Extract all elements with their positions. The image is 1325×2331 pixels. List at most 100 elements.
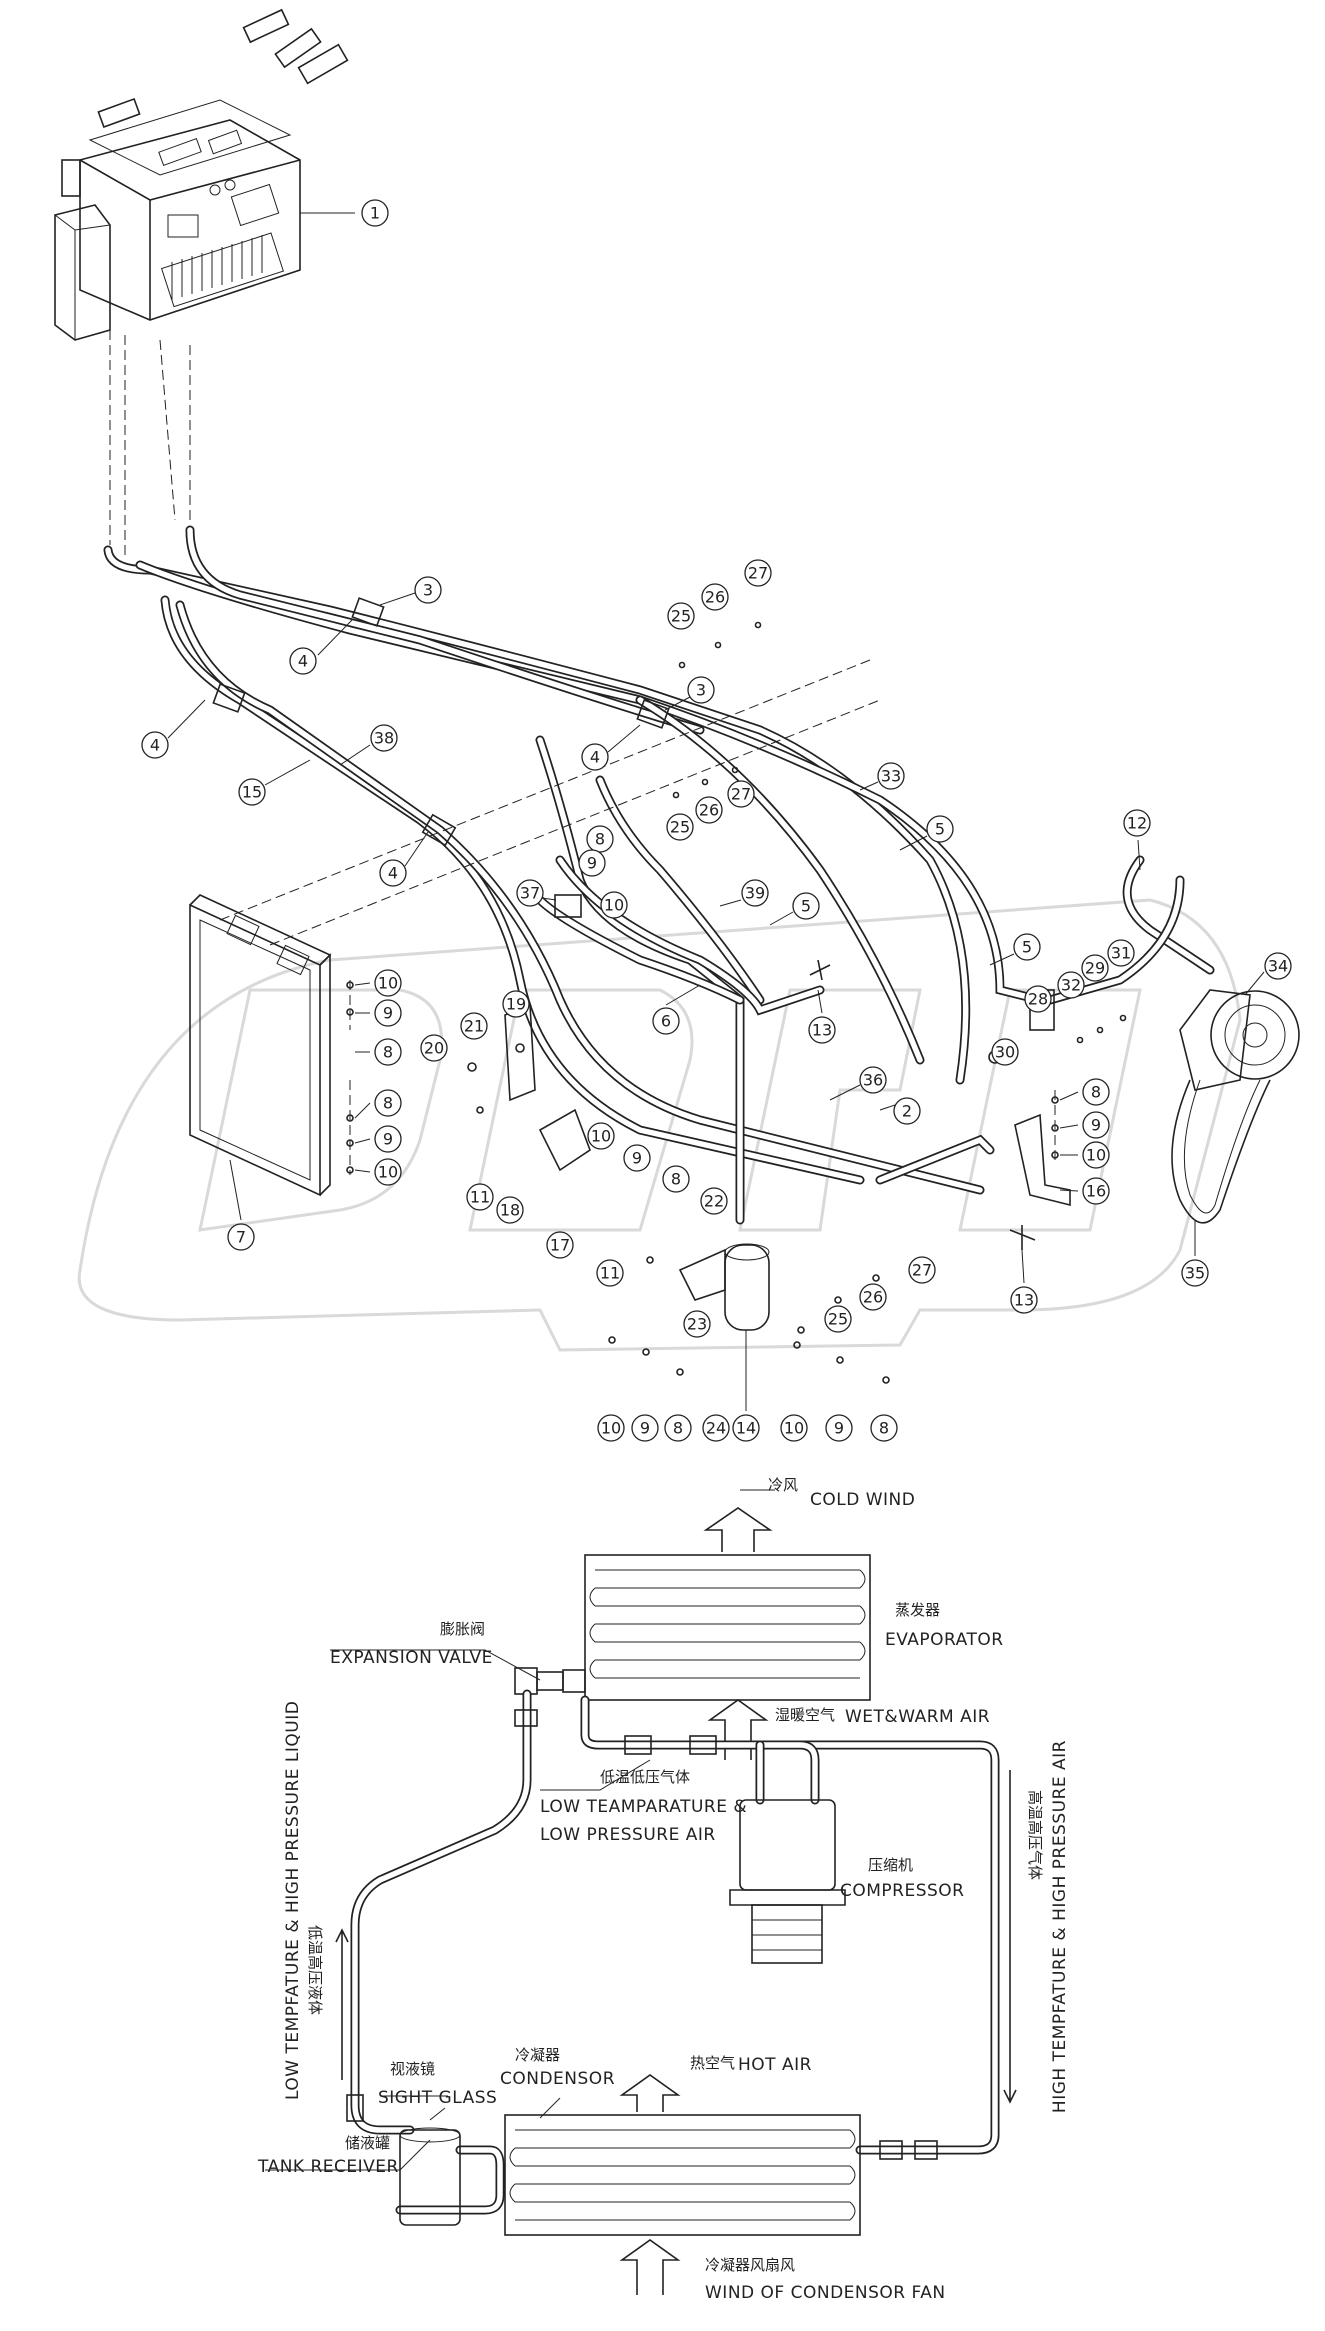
callout-10: 10 (1082, 1141, 1110, 1169)
callout-number: 20 (424, 1039, 444, 1058)
callout-circle (1082, 1177, 1110, 1205)
callout-number: 11 (470, 1188, 490, 1207)
callout-number: 5 (935, 820, 945, 839)
callout-38: 38 (370, 724, 398, 752)
callout-circle (695, 796, 723, 824)
callout-number: 10 (604, 896, 624, 915)
callout-number: 27 (731, 785, 751, 804)
callout-13: 13 (808, 1016, 836, 1044)
callout-number: 10 (784, 1419, 804, 1438)
callout-circle (631, 1414, 659, 1442)
callout-circle (370, 724, 398, 752)
callout-circle (792, 892, 820, 920)
callout-circle (1082, 1141, 1110, 1169)
callout-number: 27 (912, 1261, 932, 1280)
callout-10: 10 (600, 891, 628, 919)
low-temp-gas-label-2: LOW PRESSURE AIR (540, 1825, 716, 1845)
low-temp-gas-label-cn: 低温低压气体 (600, 1768, 690, 1786)
callout-10: 10 (374, 969, 402, 997)
callout-number: 9 (587, 854, 597, 873)
callout-7: 7 (227, 1223, 255, 1251)
callout-23: 23 (683, 1310, 711, 1338)
callout-25: 25 (666, 813, 694, 841)
callout-number: 35 (1185, 1264, 1205, 1283)
compressor-symbol (729, 1799, 846, 1964)
callout-number: 4 (150, 736, 160, 755)
callout-11: 11 (466, 1183, 494, 1211)
air-vent-louvers (61, 8, 349, 197)
callout-28: 28 (1024, 985, 1052, 1013)
callout-circle (597, 1414, 625, 1442)
expansion-valve-label-cn: 膨胀阀 (440, 1620, 485, 1638)
callout-24: 24 (702, 1414, 730, 1442)
callout-number: 3 (423, 581, 433, 600)
callout-9: 9 (374, 1125, 402, 1153)
callout-number: 26 (699, 801, 719, 820)
callout-circle (374, 1038, 402, 1066)
callout-number: 13 (812, 1021, 832, 1040)
callout-circle (991, 1038, 1019, 1066)
tank-receiver-label: TANK RECEIVER (257, 2157, 399, 2177)
callout-27: 27 (908, 1256, 936, 1284)
low-temp-liquid-label-cn: 低温高压液体 (306, 1925, 324, 2015)
callout-circle (1082, 1078, 1110, 1106)
callout-circle (1081, 954, 1109, 982)
callout-17: 17 (546, 1231, 574, 1259)
callout-37: 37 (516, 879, 544, 907)
callout-circle (1123, 809, 1151, 837)
callout-33: 33 (877, 762, 905, 790)
callout-number: 16 (1086, 1182, 1106, 1201)
callout-circle (546, 1231, 574, 1259)
callout-29: 29 (1081, 954, 1109, 982)
callout-circle (600, 891, 628, 919)
callout-number: 4 (590, 748, 600, 767)
callout-circle (664, 1414, 692, 1442)
callout-number: 34 (1268, 957, 1288, 976)
callout-30: 30 (991, 1038, 1019, 1066)
pipe-fitting (914, 2140, 938, 2160)
callout-circle (1107, 939, 1135, 967)
callout-number: 8 (671, 1170, 681, 1189)
callout-circle (581, 743, 609, 771)
callout-number: 19 (506, 995, 526, 1014)
callout-number: 17 (550, 1236, 570, 1255)
callout-number: 33 (881, 767, 901, 786)
callout-5: 5 (792, 892, 820, 920)
callout-circle (825, 1414, 853, 1442)
callout-circle (683, 1310, 711, 1338)
callout-number: 22 (704, 1192, 724, 1211)
callout-11: 11 (596, 1259, 624, 1287)
callout-number: 9 (632, 1149, 642, 1168)
callout-number: 36 (863, 1071, 883, 1090)
callout-4: 4 (581, 743, 609, 771)
tank-receiver-label-cn: 储液罐 (345, 2134, 390, 2152)
callout-number: 8 (673, 1419, 683, 1438)
callout-20: 20 (420, 1034, 448, 1062)
callout-25: 25 (824, 1305, 852, 1333)
callout-9: 9 (374, 999, 402, 1027)
callout-number: 2 (902, 1102, 912, 1121)
callout-circle (238, 778, 266, 806)
callout-number: 30 (995, 1043, 1015, 1062)
callout-8: 8 (664, 1414, 692, 1442)
callout-4: 4 (379, 859, 407, 887)
callout-21: 21 (460, 1012, 488, 1040)
callout-number: 28 (1028, 990, 1048, 1009)
callout-number: 5 (801, 897, 811, 916)
callout-number: 25 (670, 818, 690, 837)
leader-lines (167, 212, 1265, 1411)
compressor-assembly (1171, 989, 1300, 1224)
callout-number: 39 (745, 884, 765, 903)
callout-circle (374, 969, 402, 997)
callout-circle (141, 731, 169, 759)
callout-number: 25 (671, 607, 691, 626)
expansion-valve-label: EXPANSION VALVE (330, 1648, 493, 1668)
callout-circle (596, 1259, 624, 1287)
condensor-label-cn: 冷凝器 (515, 2046, 560, 2064)
callout-number: 18 (500, 1201, 520, 1220)
callout-number: 12 (1127, 814, 1147, 833)
callout-circle (516, 879, 544, 907)
callout-18: 18 (496, 1196, 524, 1224)
callout-number: 9 (383, 1130, 393, 1149)
sight-glass-label-cn: 视液镜 (390, 2060, 435, 2078)
